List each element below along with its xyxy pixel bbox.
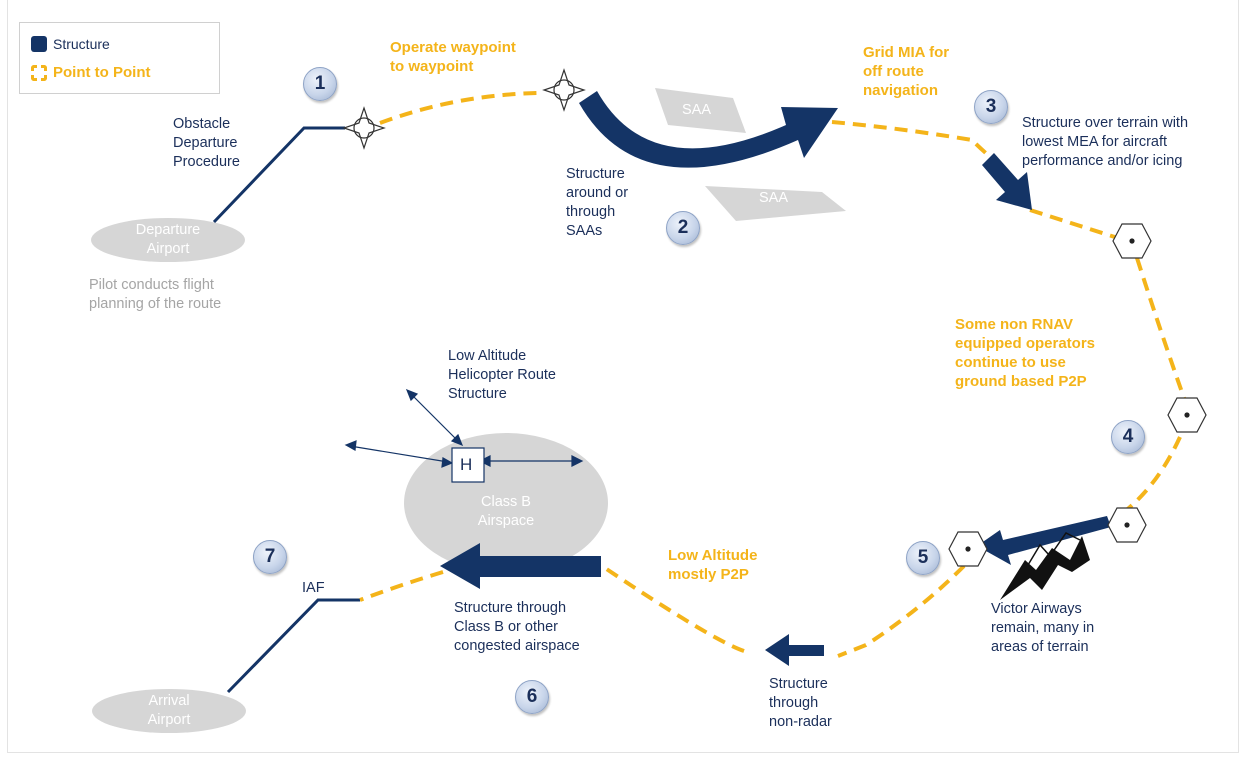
step-badge-7: 7 — [253, 540, 287, 574]
non-rnav-label: Some non RNAV equipped operators continu… — [955, 316, 1096, 390]
victor-airway-arrow — [977, 516, 1111, 565]
departure-procedure-line — [212, 126, 345, 224]
operate-waypoint-label: Operate waypoint to waypoint — [390, 39, 516, 75]
non-radar-arrow — [765, 634, 824, 666]
saa-shape-1 — [655, 88, 746, 133]
step-badge-3: 3 — [974, 90, 1008, 124]
hexagon-navaid-icon — [948, 531, 988, 567]
hexagon-navaid-icon — [1167, 397, 1207, 433]
step-badge-6: 6 — [515, 680, 549, 714]
step-badge-5: 5 — [906, 541, 940, 575]
step-badge-1: 1 — [303, 67, 337, 101]
step-badge-2: 2 — [666, 211, 700, 245]
legend-point-to-point-label: Point to Point — [53, 64, 151, 81]
step-badge-4: 4 — [1111, 420, 1145, 454]
point-to-point-swatch — [31, 65, 47, 81]
arrival-airport-shape — [92, 689, 246, 733]
victor-airways-label: Victor Airways remain, many in areas of … — [991, 601, 1095, 655]
hexagon-navaid-icon — [1112, 223, 1152, 259]
iaf-label: IAF — [302, 580, 325, 596]
departure-airport-label: Departure Airport — [135, 222, 201, 257]
class-b-airspace-label: Class B Airspace — [477, 494, 535, 529]
terrain-structure-arrow — [982, 153, 1032, 210]
structure-terrain-label: Structure over terrain with lowest MEA f… — [1022, 115, 1189, 169]
legend-structure-label: Structure — [53, 36, 110, 52]
class-b-structure-arrow — [440, 543, 601, 589]
arrival-airport-label: Arrival Airport — [147, 693, 191, 728]
structure-saas-label: Structure around or through SAAs — [566, 166, 629, 239]
class-b-structure-label: Structure through Class B or other conge… — [454, 600, 580, 654]
helipad-H-icon — [451, 447, 485, 483]
arrival-procedure-line — [226, 598, 360, 694]
saa-structure-arrow — [579, 91, 838, 168]
compass-star-waypoint-icon — [343, 107, 385, 149]
structure-swatch — [31, 36, 47, 52]
heliport-label: H — [460, 455, 473, 474]
compass-star-waypoint-icon — [543, 69, 585, 111]
departure-airport-shape — [91, 218, 245, 262]
obstacle-departure-label: Obstacle Departure Procedure — [173, 116, 240, 170]
legend: Structure Point to Point — [19, 22, 220, 94]
low-altitude-label: Low Altitude mostly P2P — [668, 547, 758, 583]
mountain-icon — [1000, 532, 1090, 600]
non-radar-label: Structure through non-radar — [769, 676, 832, 730]
hexagon-navaid-icon — [1107, 507, 1147, 543]
diagram-frame — [7, 0, 1239, 753]
saa-label-2: SAA — [759, 190, 789, 206]
flight-planning-label: Pilot conducts flight planning of the ro… — [89, 277, 222, 312]
grid-mia-label: Grid MIA for off route navigation — [863, 44, 950, 99]
saa-shape-2 — [705, 186, 846, 221]
helicopter-route-arrows — [344, 388, 584, 468]
p2p-dashed-route — [359, 91, 1186, 658]
saa-label-1: SAA — [682, 102, 712, 118]
helicopter-route-label: Low Altitude Helicopter Route Structure — [448, 348, 556, 402]
